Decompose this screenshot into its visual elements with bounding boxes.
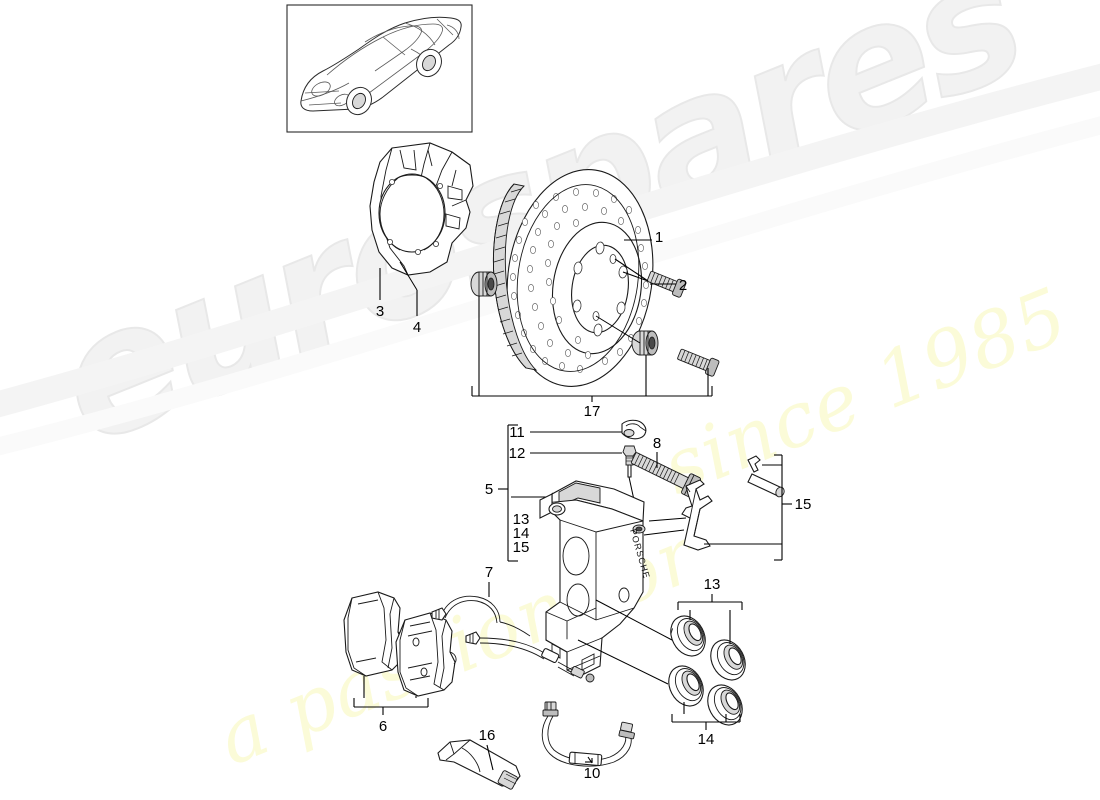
callout-15-bracket[interactable]: 15 bbox=[795, 496, 812, 513]
caliper-mounting-bolt bbox=[630, 452, 702, 499]
callout-4[interactable]: 4 bbox=[413, 319, 421, 336]
brake-disc bbox=[493, 169, 654, 387]
pad-retaining-pin bbox=[747, 455, 785, 498]
callout-12[interactable]: 12 bbox=[509, 445, 526, 462]
callout-15[interactable]: 15 bbox=[513, 539, 530, 556]
brake-pad-wear-sensor bbox=[431, 582, 595, 683]
assembly-paste-tube bbox=[437, 739, 521, 790]
disc-screw-lower bbox=[677, 348, 720, 377]
bleeder-screw bbox=[622, 445, 637, 501]
callout-leaders-top bbox=[379, 239, 676, 316]
callout-7[interactable]: 7 bbox=[485, 564, 493, 581]
bracket-5 bbox=[498, 424, 625, 562]
callout-1[interactable]: 1 bbox=[655, 229, 663, 246]
leader-caliper-to-seals-2 bbox=[577, 639, 669, 685]
piston-seals bbox=[668, 615, 746, 726]
callout-2[interactable]: 2 bbox=[679, 277, 687, 294]
callout-13-bracket[interactable]: 13 bbox=[704, 576, 721, 593]
brake-hose bbox=[541, 701, 635, 767]
callout-labels: 1 2 3 4 5 6 7 8 10 11 12 13 14 15 13 14 … bbox=[376, 229, 812, 782]
bracket-14 bbox=[671, 702, 741, 730]
pad-retaining-spring bbox=[681, 479, 713, 551]
callout-17[interactable]: 17 bbox=[584, 403, 601, 420]
callout-13[interactable]: 13 bbox=[513, 511, 530, 528]
callout-14-bracket[interactable]: 14 bbox=[698, 731, 715, 748]
vehicle-thumbnail bbox=[286, 4, 473, 133]
bleeder-valve-cap bbox=[621, 419, 647, 440]
bracket-6 bbox=[353, 676, 429, 715]
bracket-15 bbox=[643, 454, 792, 561]
callout-3[interactable]: 3 bbox=[376, 303, 384, 320]
callout-5[interactable]: 5 bbox=[485, 481, 493, 498]
wheel-bush-right bbox=[631, 330, 659, 356]
brake-backing-plate bbox=[369, 142, 474, 276]
brake-pad-inner bbox=[395, 612, 457, 697]
callout-14[interactable]: 14 bbox=[513, 525, 530, 542]
callout-11[interactable]: 11 bbox=[509, 424, 525, 441]
leader-caliper-to-seals bbox=[595, 599, 673, 641]
bracket-17 bbox=[471, 296, 713, 402]
brake-caliper-body: PORSCHE bbox=[539, 480, 652, 677]
disc-screw-upper bbox=[622, 270, 687, 298]
callout-16[interactable]: 16 bbox=[479, 727, 496, 744]
bracket-13 bbox=[677, 594, 743, 644]
wheel-bush-left bbox=[470, 271, 498, 297]
callout-6[interactable]: 6 bbox=[379, 718, 387, 735]
callout-10[interactable]: 10 bbox=[584, 765, 601, 782]
brake-pad-outer bbox=[343, 591, 405, 677]
callout-8[interactable]: 8 bbox=[653, 435, 661, 452]
